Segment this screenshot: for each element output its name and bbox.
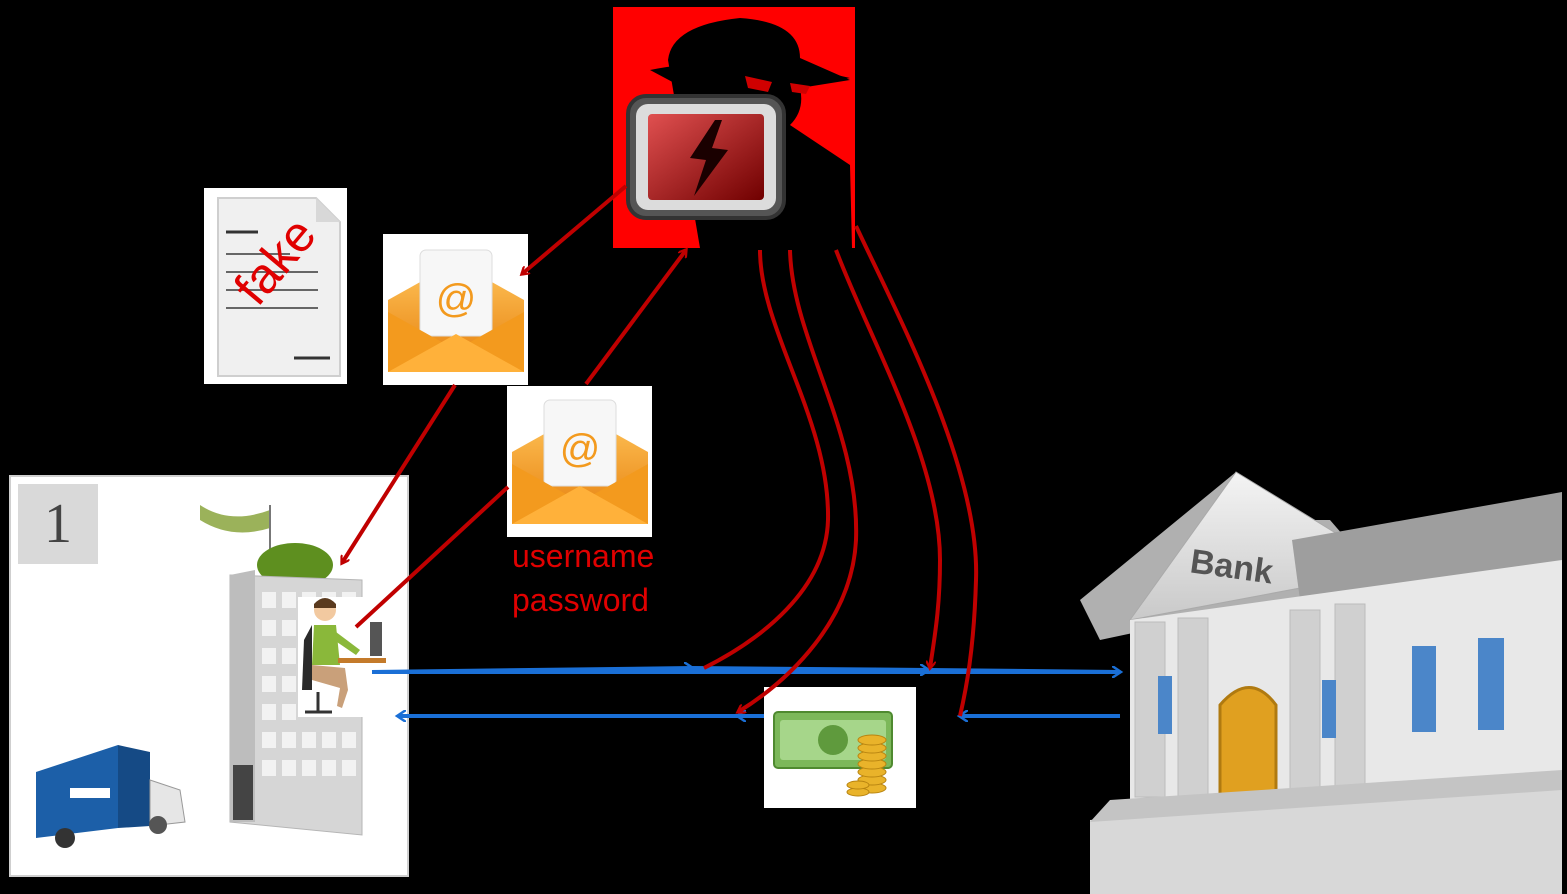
svg-text:@: @ <box>560 427 601 471</box>
panel-number: 1 <box>18 484 98 564</box>
transaction-arrows <box>371 668 1120 716</box>
attack-arrows <box>340 184 979 717</box>
office-worker-icon <box>298 597 386 717</box>
warning-screen-icon <box>626 94 786 220</box>
company-to-credentials-arrow <box>354 485 510 629</box>
credentials-password-label: password <box>512 582 649 618</box>
svg-text:@: @ <box>436 277 477 321</box>
hijack-arrow-2 <box>738 249 859 714</box>
hijack-arrow-3 <box>834 249 943 668</box>
hijack-arrow-1 <box>703 249 831 670</box>
hijack-arrow-4 <box>854 225 979 717</box>
delivery-truck-icon <box>36 745 186 848</box>
credentials-username-label: username <box>512 538 655 574</box>
money-icon <box>764 687 916 808</box>
credentials-email-icon: @ <box>507 386 652 537</box>
bank-icon <box>1080 471 1562 894</box>
hacker-to-email-arrow <box>522 184 628 274</box>
email-to-company-arrow <box>340 383 457 563</box>
credentials-to-hacker-arrow <box>584 250 686 386</box>
fake-document-icon <box>204 188 347 384</box>
phishing-email-icon: @ <box>383 234 528 385</box>
